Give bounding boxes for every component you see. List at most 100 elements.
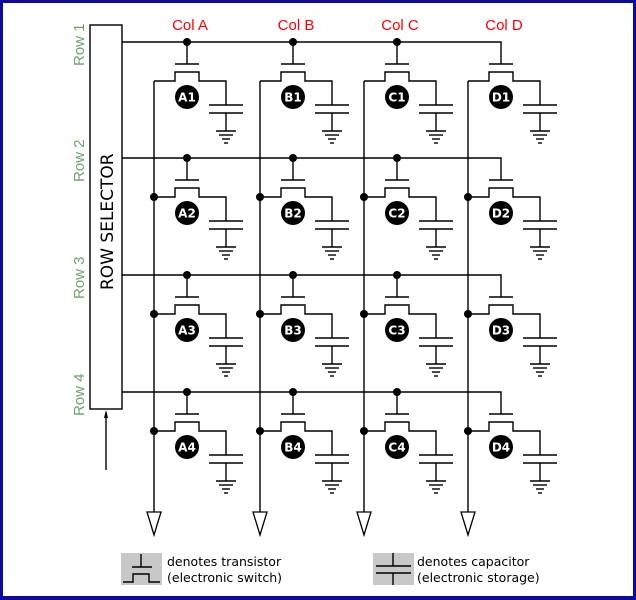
cell-badge — [489, 318, 513, 342]
row-label: Row 3 — [71, 256, 88, 299]
cell-label: C4 — [388, 441, 405, 455]
memory-cell: B3 — [256, 296, 349, 377]
cell-label: B1 — [284, 91, 302, 105]
cell-badge — [175, 318, 199, 342]
transistor-channel — [154, 71, 227, 105]
transistor-channel — [364, 304, 437, 338]
cell-badge — [489, 435, 513, 459]
word-line — [122, 274, 502, 297]
ground-icon — [216, 480, 236, 494]
cell-badge — [281, 201, 305, 225]
transistor-channel — [364, 421, 437, 455]
cell-badge — [489, 85, 513, 109]
cell-badge — [175, 201, 199, 225]
memory-cell: C2 — [360, 179, 453, 260]
memory-cell: D1 — [468, 63, 557, 144]
cell-badge — [385, 318, 409, 342]
ground-icon — [530, 130, 550, 144]
memory-cell: C3 — [360, 296, 453, 377]
junction-dot — [289, 271, 297, 279]
transistor-channel — [468, 71, 541, 105]
row-label: Row 1 — [71, 23, 88, 66]
cell-badge — [385, 201, 409, 225]
row-label: Row 2 — [71, 139, 88, 182]
transistor-channel — [468, 304, 541, 338]
ground-icon — [216, 130, 236, 144]
memory-cell: C1 — [364, 63, 453, 144]
ground-icon — [322, 363, 342, 377]
cell-label: C3 — [388, 324, 405, 338]
transistor-channel — [468, 187, 541, 221]
cell-label: A2 — [178, 207, 196, 221]
legend-capacitor-line1: denotes capacitor — [417, 554, 530, 569]
cell-label: A3 — [178, 324, 196, 338]
legend-capacitor-line2: (electronic storage) — [417, 570, 540, 585]
capacitor-symbol-icon — [376, 553, 411, 585]
sense-amp-triangle-icon — [460, 511, 476, 538]
transistor-channel — [154, 187, 227, 221]
legend-transistor: denotes transistor (electronic switch) — [121, 553, 282, 585]
column-label: Col B — [278, 17, 315, 34]
cell-label: C1 — [388, 91, 405, 105]
memory-cell: B4 — [256, 413, 349, 494]
column-label: Col D — [485, 17, 523, 34]
transistor-channel — [260, 71, 333, 105]
cell-badge — [281, 318, 305, 342]
memory-cell: C4 — [360, 413, 453, 494]
sense-amp-triangle-icon — [146, 511, 162, 538]
row-label: Row 4 — [71, 373, 88, 416]
memory-cell: A2 — [150, 179, 243, 260]
junction-dot — [393, 388, 401, 396]
cell-badge — [281, 85, 305, 109]
ground-icon — [426, 363, 446, 377]
transistor-channel — [154, 304, 227, 338]
memory-cell: A1 — [154, 63, 243, 144]
ground-icon — [530, 246, 550, 260]
ground-icon — [426, 130, 446, 144]
junction-dot — [393, 271, 401, 279]
ground-icon — [216, 246, 236, 260]
junction-dot — [393, 38, 401, 46]
cell-label: B2 — [284, 207, 302, 221]
diagram-frame — [3, 3, 633, 596]
sense-amp-triangle-icon — [356, 511, 372, 538]
transistor-channel — [364, 187, 437, 221]
word-line — [122, 391, 502, 414]
cell-badge — [175, 435, 199, 459]
ground-icon — [426, 480, 446, 494]
junction-dot — [183, 38, 191, 46]
junction-dot — [393, 154, 401, 162]
memory-cell: B1 — [260, 63, 349, 144]
ground-icon — [322, 480, 342, 494]
memory-cell: A3 — [150, 296, 243, 377]
word-line — [122, 157, 502, 180]
cell-label: C2 — [388, 207, 405, 221]
row-selector-label: ROW SELECTOR — [98, 153, 118, 290]
ground-icon — [426, 246, 446, 260]
memory-cell: D3 — [464, 296, 557, 377]
memory-cell: B2 — [256, 179, 349, 260]
column-label: Col A — [172, 17, 208, 34]
transistor-symbol-icon — [123, 554, 160, 583]
junction-dot — [289, 38, 297, 46]
junction-dot — [183, 388, 191, 396]
cell-label: D4 — [492, 441, 510, 455]
cell-label: D1 — [492, 91, 510, 105]
transistor-channel — [364, 71, 437, 105]
sense-amp-triangle-icon — [252, 511, 268, 538]
memory-cell: D4 — [464, 413, 557, 494]
ground-icon — [530, 480, 550, 494]
ground-icon — [322, 246, 342, 260]
cell-badge — [385, 85, 409, 109]
word-line — [122, 41, 502, 64]
cell-badge — [489, 201, 513, 225]
cell-badge — [175, 85, 199, 109]
transistor-channel — [260, 421, 333, 455]
transistor-channel — [468, 421, 541, 455]
row-selector-box — [89, 24, 123, 410]
ground-icon — [216, 363, 236, 377]
cell-label: D2 — [492, 207, 510, 221]
cell-label: A4 — [178, 441, 196, 455]
column-label: Col C — [381, 17, 419, 34]
